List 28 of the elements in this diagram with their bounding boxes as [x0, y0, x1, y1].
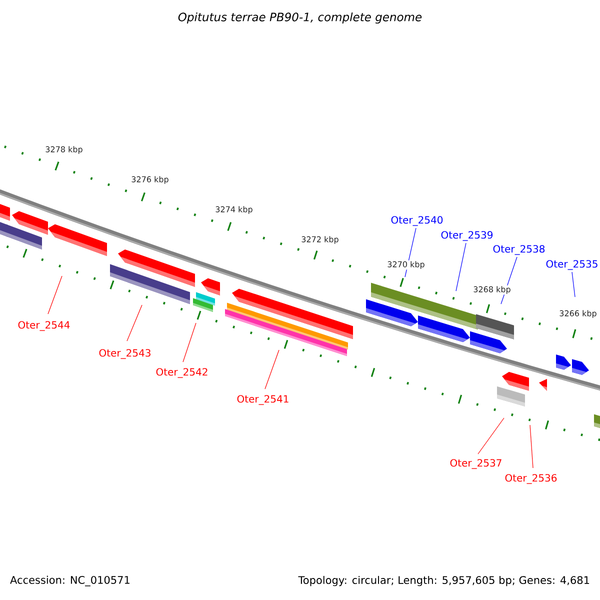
leader-line: [572, 272, 576, 298]
scale-label: 3270 kbp: [386, 260, 426, 270]
gene-label: Oter_2538: [493, 245, 545, 255]
gene-label: Oter_2540: [391, 216, 443, 226]
gene-label: Oter_2544: [18, 321, 70, 331]
gene-label: Oter_2539: [441, 231, 493, 241]
leader-line: [182, 322, 196, 362]
scale-label: 3278 kbp: [44, 145, 84, 155]
gene-label: Oter_2536: [505, 474, 557, 484]
footer-text: Accession: NC_010571: [9, 574, 132, 588]
leader-line: [48, 276, 62, 314]
scale-label: 3274 kbp: [214, 205, 254, 215]
scale-label: 3272 kbp: [300, 235, 340, 245]
scale-label: 3276 kbp: [130, 175, 170, 185]
scale-label: 3266 kbp: [558, 309, 598, 319]
leader-line: [478, 418, 504, 454]
gene-label: Oter_2535: [546, 260, 598, 270]
leader-line: [456, 242, 466, 292]
scale-label: 3268 kbp: [472, 285, 512, 295]
title: Opitutus terrae PB90-1, complete genome: [178, 12, 422, 24]
gene-label: Oter_2541: [237, 395, 288, 405]
gene-label: Oter_2537: [450, 459, 502, 469]
footer-text: Topology: circular; Length: 5,957,605 bp; Genes: 4,681: [297, 575, 591, 587]
leader-line: [530, 424, 534, 468]
gene-label: Oter_2543: [99, 349, 150, 359]
gene-label: Oter_2542: [156, 368, 208, 378]
leader-line: [126, 304, 142, 342]
leader-line: [264, 350, 280, 390]
